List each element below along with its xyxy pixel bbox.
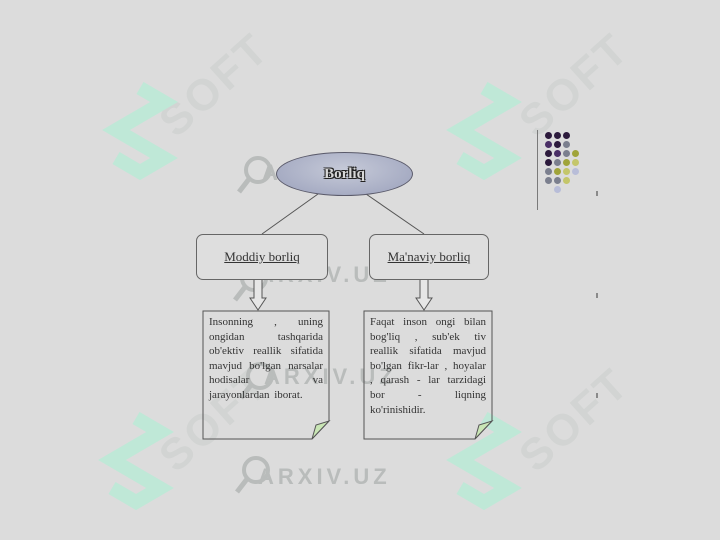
decoration-dot — [554, 141, 561, 148]
arrow-left-icon — [249, 277, 267, 311]
decoration-dot — [554, 168, 561, 175]
arxiv-watermark-4: ARXIV.UZ — [258, 464, 391, 489]
note-material-text: Insonning , uning ongidan tashqarida ob'… — [209, 316, 323, 401]
decoration-dot — [545, 150, 552, 157]
branch-node-spiritual: Ma'naviy borliq — [369, 234, 489, 280]
decoration-dot — [563, 168, 570, 175]
branch-label-spiritual: Ma'naviy borliq — [387, 249, 471, 264]
note-right-fold — [474, 419, 494, 440]
root-node: Borliq — [276, 152, 413, 196]
note-left-fold — [311, 419, 331, 440]
decoration-dot — [572, 159, 579, 166]
decoration-dot — [554, 159, 561, 166]
decoration-dot — [563, 132, 570, 139]
decoration-dot — [545, 132, 552, 139]
decoration-tick — [596, 293, 598, 298]
magnifier-icon — [239, 362, 274, 400]
decoration-dot — [545, 168, 552, 175]
decoration-dot — [554, 177, 561, 184]
dot-grid-decoration — [545, 132, 605, 210]
branch-label-material: Moddiy borliq — [224, 249, 300, 264]
decoration-line — [537, 130, 538, 210]
soft-logo-icon — [446, 412, 522, 511]
arxiv-watermark-3: ARXIV.UZ — [264, 364, 397, 389]
branch-node-material: Moddiy borliq — [196, 234, 328, 280]
connector-root-left — [261, 193, 319, 235]
decoration-tick — [596, 191, 598, 196]
decoration-dot — [563, 159, 570, 166]
connector-root-right — [365, 193, 425, 235]
note-spiritual: Faqat inson ongi bilan bog'liq , sub'ek … — [364, 311, 492, 439]
magnifier-icon — [235, 456, 270, 494]
decoration-dot — [554, 186, 561, 193]
root-label: Borliq — [324, 165, 365, 182]
decoration-dot — [563, 177, 570, 184]
decoration-dot — [554, 150, 561, 157]
decoration-tick — [596, 393, 598, 398]
decoration-dot — [545, 177, 552, 184]
note-material: Insonning , uning ongidan tashqarida ob'… — [203, 311, 329, 439]
soft-logo-icon — [98, 412, 174, 511]
decoration-dot — [554, 132, 561, 139]
note-spiritual-text: Faqat inson ongi bilan bog'liq , sub'ek … — [370, 316, 486, 416]
decoration-dot — [563, 141, 570, 148]
decoration-dot — [545, 159, 552, 166]
decoration-dot — [545, 141, 552, 148]
soft-logo-icon — [446, 82, 522, 181]
magnifier-icon — [237, 156, 272, 194]
arrow-right-icon — [415, 277, 433, 311]
decoration-dot — [572, 168, 579, 175]
soft-logo-icon — [102, 82, 178, 181]
decoration-dot — [563, 150, 570, 157]
decoration-dot — [572, 150, 579, 157]
